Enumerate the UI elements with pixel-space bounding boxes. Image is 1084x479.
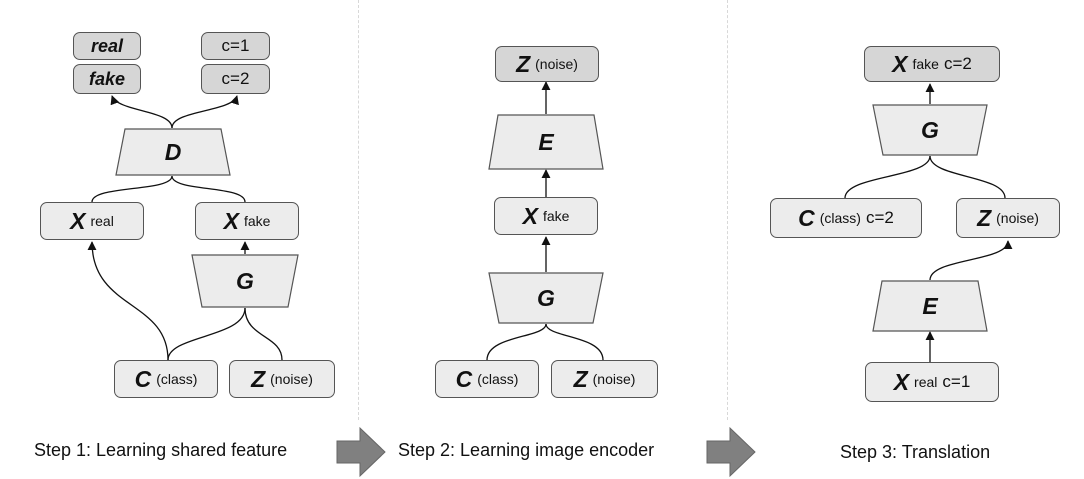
step-arrow (706, 426, 756, 478)
real-subscript: real (914, 374, 938, 390)
x-label: X (892, 50, 908, 77)
x-label: X (522, 202, 538, 229)
edge-xreal-to-d (91, 175, 173, 203)
class-2-output-box: c=2 (201, 64, 270, 94)
generator-label: G (921, 116, 939, 143)
encoder-label: E (538, 128, 554, 155)
panel-divider (358, 0, 359, 420)
x-label: X (893, 368, 910, 395)
fake-subscript: fake (912, 56, 939, 72)
c-label: C (798, 204, 815, 231)
edge-noise-to-g (244, 307, 283, 361)
edge-class-to-g (486, 323, 547, 361)
class-1-output-box: c=1 (201, 32, 270, 60)
edge-class-to-xreal (87, 241, 169, 361)
z-label: Z (516, 50, 531, 77)
fake-label: fake (88, 68, 126, 89)
step-arrow (336, 426, 386, 478)
edge-noise-to-g (545, 323, 604, 361)
fake-subscript: fake (542, 208, 570, 224)
generator-label: G (537, 284, 555, 311)
class-input-box: C(class) (114, 360, 218, 398)
encoder-block: E (488, 114, 604, 170)
class-input-box: C(class) (435, 360, 539, 398)
fake-subscript: fake (243, 213, 271, 229)
generator-block: G (191, 254, 299, 308)
fake-output-box: fake (73, 64, 141, 94)
x-label: X (70, 207, 86, 234)
class-1-label: c=1 (221, 36, 250, 55)
class-2-label: c=2 (221, 69, 250, 88)
c-label: C (455, 365, 473, 392)
noise-subscript: (noise) (270, 371, 313, 387)
noise-box: Z(noise) (956, 198, 1060, 238)
class-value: c=1 (942, 372, 971, 391)
class-value: c=2 (943, 54, 972, 73)
class-subscript: (class) (819, 210, 861, 226)
edge-e-to-noise (929, 240, 1013, 281)
edge-noise-to-g (929, 155, 1006, 199)
discriminator-label: D (164, 138, 182, 165)
edge-d-to-c2 (171, 95, 239, 129)
noise-input-box: Z(noise) (551, 360, 658, 398)
edge-class-to-g (844, 155, 931, 199)
class-value: c=2 (865, 208, 894, 227)
noise-input-box: Z(noise) (229, 360, 335, 398)
noise-subscript: (noise) (535, 56, 578, 72)
z-label: Z (251, 365, 266, 392)
edge-d-to-fake (110, 95, 173, 129)
real-output-box: real (73, 32, 141, 60)
z-label: Z (977, 204, 992, 231)
real-subscript: real (90, 213, 114, 229)
discriminator-block: D (115, 128, 231, 176)
z-label: Z (573, 365, 588, 392)
generator-label: G (236, 267, 254, 294)
edge-xfake-to-d (171, 175, 246, 203)
c-label: C (134, 365, 152, 392)
class-subscript: (class) (477, 371, 519, 387)
x-label: X (223, 207, 239, 234)
encoder-block: E (872, 280, 988, 332)
step-2-caption: Step 2: Learning image encoder (398, 440, 655, 460)
step-3-caption: Step 3: Translation (840, 442, 991, 462)
generator-block: G (488, 272, 604, 324)
real-label: real (90, 35, 124, 56)
class-input-box: C(class)c=2 (770, 198, 922, 238)
noise-subscript: (noise) (996, 210, 1039, 226)
edge-class-to-g (167, 307, 246, 361)
encoder-label: E (922, 292, 938, 319)
noise-subscript: (noise) (592, 371, 636, 387)
z-noise-output-box: Z(noise) (495, 46, 599, 82)
panel-divider (727, 0, 728, 420)
class-subscript: (class) (156, 371, 198, 387)
step-1-caption: Step 1: Learning shared feature (34, 440, 288, 460)
generator-block: G (872, 104, 988, 156)
